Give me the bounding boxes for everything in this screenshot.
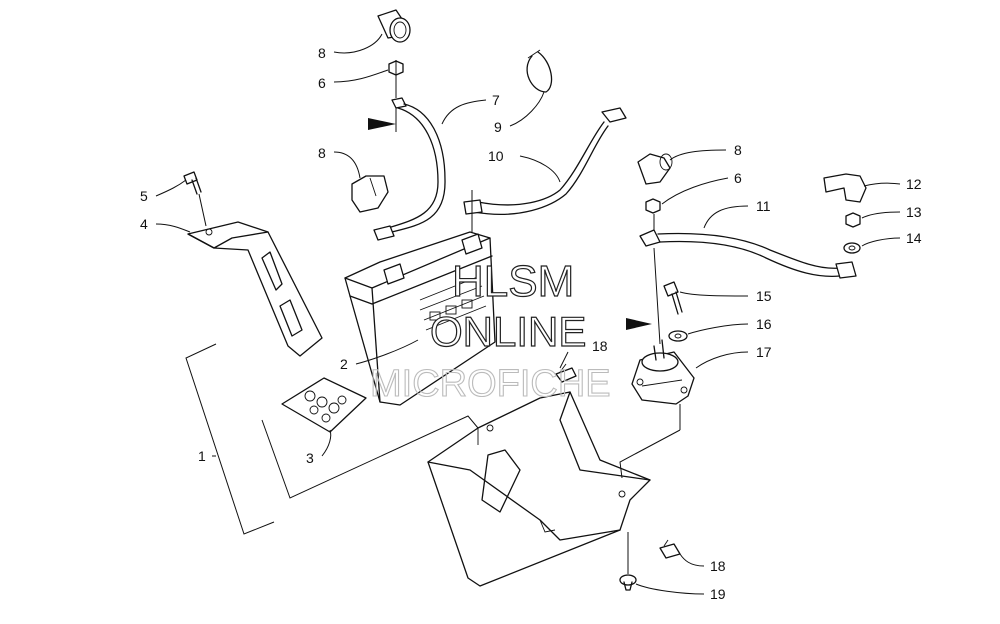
callout-18-lower: 18 bbox=[710, 558, 726, 574]
callout-12: 12 bbox=[906, 176, 922, 192]
callout-19: 19 bbox=[710, 586, 726, 602]
watermark-line-1: HLSM bbox=[452, 257, 574, 306]
callout-8-top: 8 bbox=[318, 45, 326, 61]
watermark: HLSM ONLINE MICROFICHE bbox=[369, 256, 611, 405]
cable-10 bbox=[463, 107, 627, 232]
bracket-group-1 bbox=[185, 343, 479, 535]
callout-17: 17 bbox=[756, 344, 772, 360]
clip-18-upper bbox=[555, 351, 577, 383]
battery-tray bbox=[427, 391, 651, 587]
direction-arrow-left bbox=[368, 118, 396, 130]
leader-lines bbox=[155, 33, 901, 595]
callout-4: 4 bbox=[140, 216, 148, 232]
callout-16: 16 bbox=[756, 316, 772, 332]
callout-11: 11 bbox=[756, 198, 771, 214]
terminal-boot-top bbox=[377, 9, 411, 43]
cable-11 bbox=[639, 214, 857, 345]
battery bbox=[344, 231, 496, 406]
callout-2: 2 bbox=[340, 356, 348, 372]
watermark-line-2: ONLINE bbox=[430, 308, 586, 355]
clip-18-lower bbox=[659, 539, 681, 559]
direction-arrow-right bbox=[626, 318, 652, 330]
callout-14: 14 bbox=[906, 230, 922, 246]
lock-washer-14 bbox=[843, 242, 861, 254]
callout-13: 13 bbox=[906, 204, 922, 220]
nut-6-right bbox=[645, 198, 661, 214]
callout-10: 10 bbox=[488, 148, 504, 164]
callout-5: 5 bbox=[140, 188, 148, 204]
terminal-boot-12 bbox=[823, 173, 867, 203]
callout-1: 1 bbox=[198, 448, 206, 464]
hardware-kit bbox=[281, 377, 367, 433]
terminal-boot-middle bbox=[351, 175, 389, 213]
callout-18-upper: 18 bbox=[592, 338, 608, 354]
callout-8-middle: 8 bbox=[318, 145, 326, 161]
callout-9: 9 bbox=[494, 119, 502, 135]
callout-6-top: 6 bbox=[318, 75, 326, 91]
watermark-line-3: MICROFICHE bbox=[370, 363, 611, 405]
callout-7: 7 bbox=[492, 92, 500, 108]
nut-13 bbox=[845, 212, 861, 228]
battery-bracket bbox=[187, 221, 323, 357]
callout-6-right: 6 bbox=[734, 170, 742, 186]
washer-16 bbox=[668, 330, 688, 342]
push-rivet-19 bbox=[619, 532, 637, 591]
callout-3: 3 bbox=[306, 450, 314, 466]
terminal-boot-right bbox=[637, 153, 673, 185]
solenoid-17 bbox=[619, 339, 695, 479]
cable-clip-9 bbox=[526, 49, 553, 93]
bolt-15 bbox=[663, 281, 683, 315]
callout-8-right: 8 bbox=[734, 142, 742, 158]
callout-15: 15 bbox=[756, 288, 772, 304]
bolt-5 bbox=[183, 171, 207, 227]
callout-labels: 8 6 7 9 8 10 5 4 8 6 11 12 13 14 15 16 1… bbox=[140, 45, 922, 602]
cable-7 bbox=[373, 60, 446, 241]
